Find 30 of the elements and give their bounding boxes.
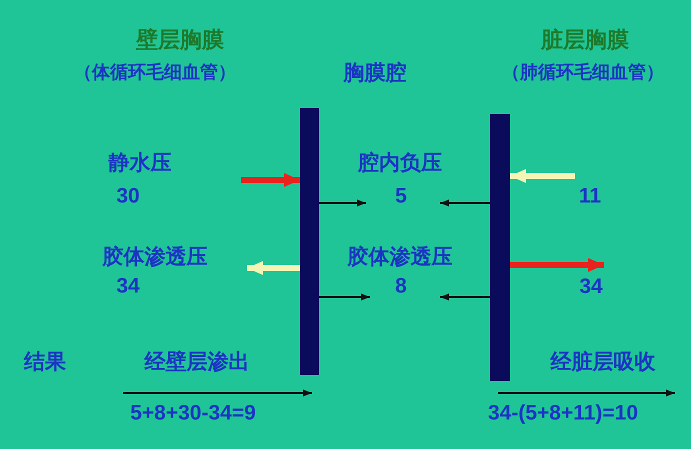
pressure-label: 静水压	[108, 151, 172, 175]
pressure-label: 胶体渗透压	[102, 245, 208, 269]
heading-text: 胸膜腔	[344, 61, 406, 85]
arrow	[510, 258, 604, 272]
heading-text: 脏层胸膜	[541, 28, 629, 52]
result-label: 经壁层渗出	[144, 350, 250, 374]
arrow	[510, 169, 575, 183]
arrow	[319, 294, 370, 300]
arrow	[247, 261, 300, 275]
pressure-label: 腔内负压	[358, 151, 442, 175]
value-label: 11	[578, 184, 602, 208]
value-label: 34	[116, 274, 140, 298]
value-label: 5	[395, 184, 407, 208]
membrane-bar	[300, 108, 319, 375]
arrow	[319, 200, 366, 206]
subheading-text: （体循环毛细血管）	[74, 63, 236, 83]
pressure-label: 胶体渗透压	[348, 245, 452, 269]
arrow	[241, 173, 300, 187]
arrow	[440, 200, 490, 206]
arrow	[440, 294, 490, 300]
membrane-bar	[490, 114, 510, 381]
heading-text: 壁层胸膜	[136, 28, 224, 52]
value-label: 8	[395, 274, 407, 298]
result-label: 结果	[24, 350, 66, 374]
result-label: 经脏层吸收	[550, 350, 656, 374]
formula-text: 5+8+30-34=9	[130, 401, 256, 425]
value-label: 30	[116, 184, 140, 208]
subheading-text: （肺循环毛细血管）	[502, 63, 664, 83]
value-label: 34	[578, 262, 604, 298]
formula-text: 34-(5+8+11)=10	[488, 401, 638, 425]
